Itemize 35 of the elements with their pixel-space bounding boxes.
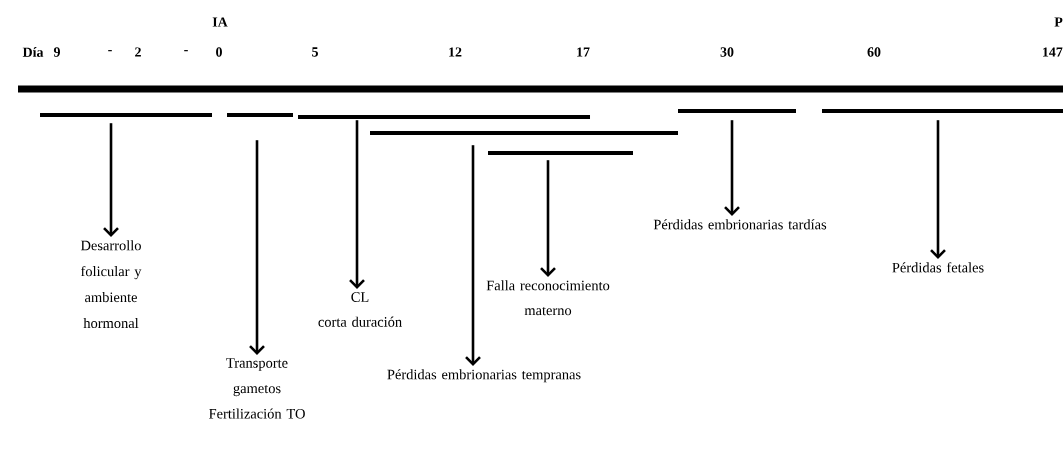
day-label: 12 <box>449 47 462 57</box>
day-label: 5 <box>312 47 318 57</box>
stage-text: Pérdidas embrionarias tempranas <box>387 369 581 383</box>
arrow <box>724 120 740 216</box>
period-bar <box>488 151 633 155</box>
arrow <box>540 160 556 277</box>
day-label: Día <box>22 47 44 57</box>
stage-text: Transporte gametos Fertilización TO <box>209 358 305 419</box>
period-bar <box>370 131 678 135</box>
arrow <box>249 140 265 355</box>
day-label: 2 <box>135 47 141 57</box>
day-label: P <box>1054 17 1063 27</box>
arrow <box>465 145 481 366</box>
day-label: IA <box>212 17 228 27</box>
day-label: 147 <box>1043 47 1063 57</box>
day-label: 0 <box>216 47 222 57</box>
arrow <box>349 120 365 289</box>
period-bar <box>822 109 1063 113</box>
period-bar <box>678 109 796 113</box>
arrow <box>930 120 946 259</box>
arrow <box>103 123 119 237</box>
day-label: 30 <box>720 47 734 57</box>
day-label: 17 <box>577 47 590 57</box>
stage-text: Pérdidas fetales <box>892 262 984 273</box>
period-bar <box>227 113 293 117</box>
period-bar <box>298 115 590 119</box>
day-label: 9 <box>53 47 60 57</box>
stage-text: Falla reconocimiento materno <box>486 280 610 316</box>
stage-text: Pérdidas embrionarias tardías <box>653 219 827 230</box>
stage-text: Desarrollo folicular y ambiente hormonal <box>80 240 142 329</box>
day-label: 60 <box>867 47 881 57</box>
stage-text: CL corta duración <box>318 292 402 327</box>
day-label: - <box>184 50 188 52</box>
period-bar <box>40 113 212 117</box>
day-label: - <box>108 50 112 52</box>
